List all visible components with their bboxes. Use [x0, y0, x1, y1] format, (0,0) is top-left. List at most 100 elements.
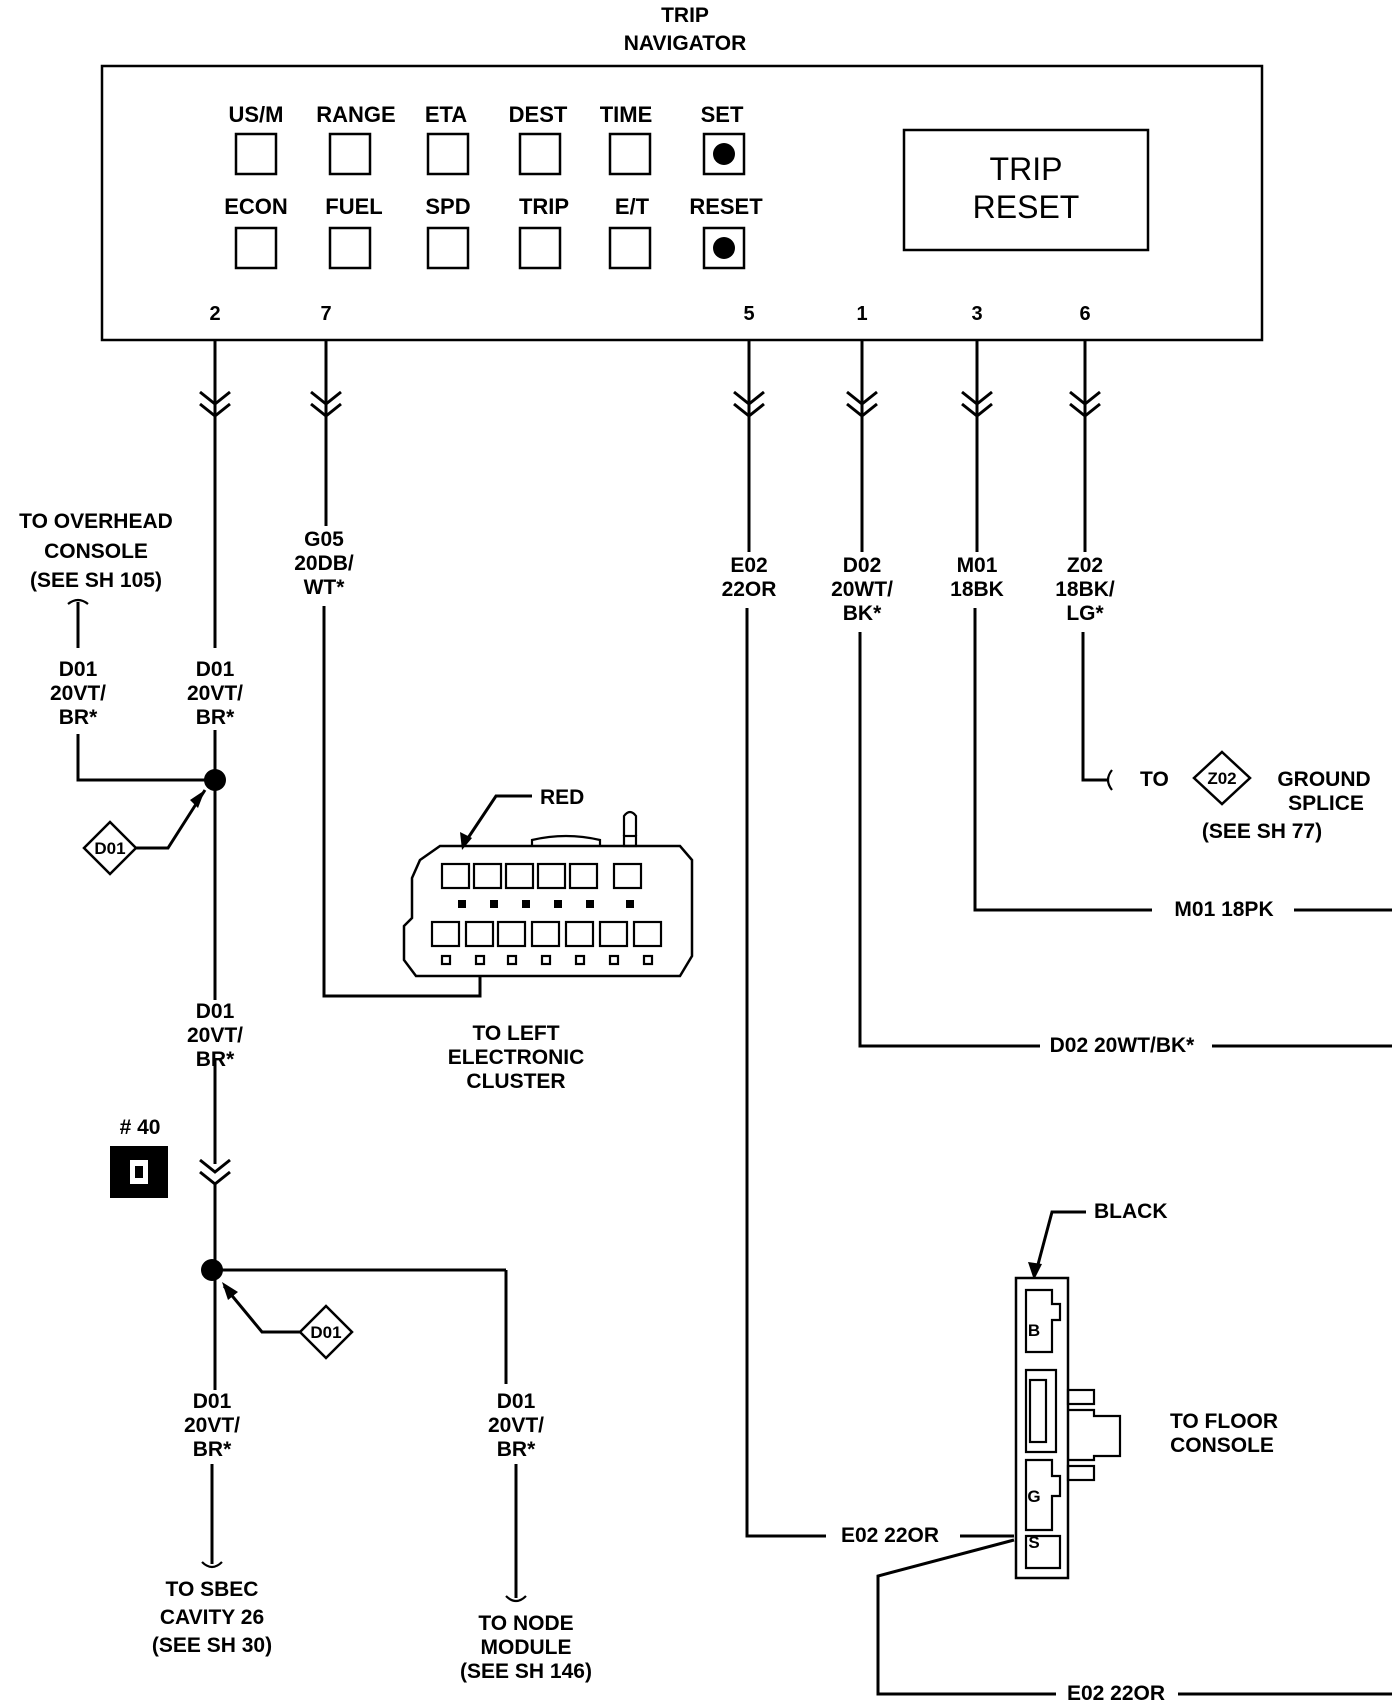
- node-line2: MODULE: [481, 1636, 572, 1659]
- d01-low-left-line2: 20VT/: [184, 1414, 240, 1437]
- overhead-wire-bottom: [76, 734, 215, 782]
- left-cluster-connector: [402, 810, 694, 978]
- z02-break-symbol: [1106, 769, 1113, 791]
- button-label-fuel: FUEL: [325, 194, 382, 219]
- splice-d01-lower-label: D01: [310, 1323, 341, 1342]
- ground-to-label: TO: [1140, 768, 1169, 791]
- button-label-econ: ECON: [224, 194, 288, 219]
- reset-indicator-dot: [713, 237, 735, 259]
- connector-pin-s: S: [1028, 1533, 1039, 1552]
- d01-low-left-line3: BR*: [193, 1438, 232, 1461]
- node-line1: TO NODE: [478, 1612, 573, 1635]
- ground-splice-line1: GROUND: [1277, 768, 1370, 791]
- pin-5: 5: [743, 303, 754, 325]
- z02-line3: LG*: [1066, 602, 1104, 625]
- button-econ: [234, 226, 278, 270]
- wire-stubs: [213, 340, 1087, 416]
- d01-mid-line2: 20VT/: [187, 1024, 243, 1047]
- e02-line2: 22OR: [722, 578, 777, 601]
- d02-line1: D02: [843, 554, 882, 577]
- sbec-line2: CAVITY 26: [160, 1606, 264, 1629]
- floor-console-line1: TO FLOOR: [1170, 1410, 1278, 1433]
- button-trip: [518, 226, 562, 270]
- sbec-line3: (SEE SH 30): [152, 1634, 272, 1657]
- splice-arrow-lower: [222, 1282, 238, 1300]
- m01-wire-down: [973, 608, 1152, 912]
- g05-line3: WT*: [304, 576, 346, 599]
- left-cluster-line1: TO LEFT: [472, 1022, 559, 1045]
- button-squares-top: [234, 132, 746, 176]
- button-dest: [518, 132, 562, 176]
- trip-reset-line1: TRIP: [990, 151, 1063, 187]
- d01-low-right-line3: BR*: [497, 1438, 536, 1461]
- splice-diamond-d01-lower: [298, 1304, 354, 1360]
- z02-line2: 18BK/: [1055, 578, 1115, 601]
- buttons-top-row: US/M RANGE ETA DEST TIME SET: [229, 102, 744, 127]
- button-squares-bottom: [234, 226, 746, 270]
- button-label-set: SET: [701, 102, 744, 127]
- splice-diamond-z02: [1192, 750, 1252, 806]
- button-range: [328, 132, 372, 176]
- floor-console-line2: CONSOLE: [1170, 1434, 1274, 1457]
- trip-reset-line2: RESET: [973, 189, 1080, 225]
- pin-7: 7: [320, 303, 331, 325]
- button-spd: [426, 226, 470, 270]
- red-label: RED: [540, 786, 584, 809]
- e02-wire-down: [745, 608, 826, 1538]
- connector-chevrons: [199, 390, 1101, 418]
- m01-line1: M01: [957, 554, 998, 577]
- sbec-break-symbol: [201, 1561, 223, 1569]
- button-eta: [426, 132, 470, 176]
- d01-mid-line3: BR*: [196, 1048, 235, 1071]
- pin-2: 2: [209, 303, 220, 325]
- button-et: [608, 226, 652, 270]
- d01-low-left-line1: D01: [193, 1390, 232, 1413]
- button-fuel: [328, 226, 372, 270]
- g05-line1: G05: [304, 528, 344, 551]
- button-label-usm: US/M: [229, 102, 284, 127]
- connector-pin-g: G: [1027, 1487, 1040, 1506]
- black-label: BLACK: [1094, 1200, 1168, 1223]
- navigator-title-line1: TRIP: [661, 4, 709, 27]
- g05-line2: 20DB/: [294, 552, 354, 575]
- button-label-eta: ETA: [425, 102, 467, 127]
- d01-center-line2: 20VT/: [187, 682, 243, 705]
- e02-wire-lower: [876, 1538, 1056, 1696]
- sbec-line1: TO SBEC: [166, 1578, 259, 1601]
- splice-d01-upper-label: D01: [94, 839, 125, 858]
- splice-diamond-d01-upper: [82, 820, 138, 876]
- d02-line2: 20WT/: [831, 578, 893, 601]
- ground-number: # 40: [120, 1116, 161, 1139]
- navigator-title-line2: NAVIGATOR: [624, 32, 747, 55]
- red-pointer-arrow: [460, 832, 472, 850]
- left-cluster-line2: ELECTRONIC: [448, 1046, 585, 1069]
- button-label-range: RANGE: [316, 102, 395, 127]
- overhead-line2: CONSOLE: [44, 540, 148, 563]
- splice-z02-label: Z02: [1207, 769, 1236, 788]
- button-label-reset: RESET: [689, 194, 763, 219]
- splice-dot-upper: [204, 769, 226, 791]
- trip-reset-box: [902, 128, 1150, 252]
- connector-pin-b: B: [1028, 1321, 1040, 1340]
- buttons-bottom-row: ECON FUEL SPD TRIP E/T RESET: [224, 194, 763, 219]
- d01-center-line1: D01: [196, 658, 235, 681]
- d01-left-line3: BR*: [59, 706, 98, 729]
- m01-line2: 18BK: [950, 578, 1004, 601]
- black-pointer-line: [1034, 1210, 1086, 1273]
- d01-center-line3: BR*: [196, 706, 235, 729]
- button-time: [608, 132, 652, 176]
- e02-22or-b: E02 22OR: [1067, 1682, 1165, 1705]
- overhead-break-symbol: [67, 598, 89, 605]
- button-label-et: E/T: [615, 194, 650, 219]
- z02-wire-down: [1081, 632, 1108, 782]
- d01-low-right-line1: D01: [497, 1390, 536, 1413]
- d01-low-right-line2: 20VT/: [488, 1414, 544, 1437]
- button-label-spd: SPD: [425, 194, 470, 219]
- button-label-time: TIME: [600, 102, 653, 127]
- red-pointer-line: [462, 794, 532, 845]
- z02-line1: Z02: [1067, 554, 1103, 577]
- node-line3: (SEE SH 146): [460, 1660, 592, 1683]
- e02-22or-a: E02 22OR: [841, 1524, 939, 1547]
- overhead-line1: TO OVERHEAD: [19, 510, 173, 533]
